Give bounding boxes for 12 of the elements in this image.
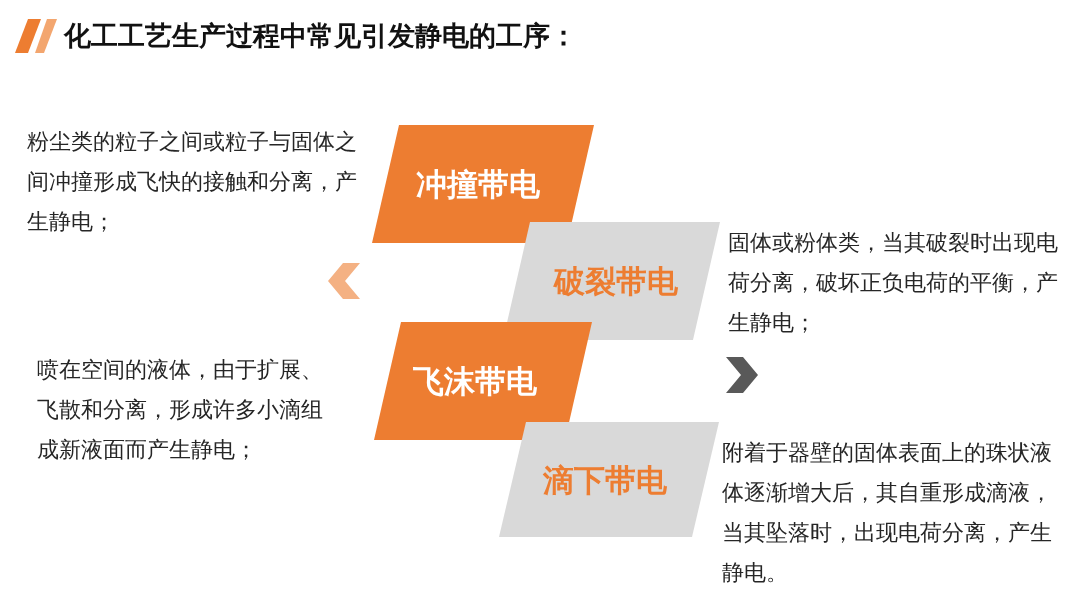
step-parallelogram: [374, 322, 592, 440]
step-parallelogram: [372, 125, 594, 243]
description-text: 固体或粉体类，当其破裂时出现电荷分离，破坏正负电荷的平衡，产生静电；: [728, 229, 1059, 337]
step-label: 破裂带电: [553, 262, 678, 301]
step-parallelogram: [499, 422, 719, 537]
step-label: 冲撞带电: [416, 165, 540, 204]
description-text: 粉尘类的粒子之间或粒子与固体之间冲撞形成飞快的接触和分离，产生静电；: [27, 128, 358, 236]
page-title: 化工工艺生产过程中常见引发静电的工序：: [64, 19, 577, 53]
description-text: 喷在空间的液体，由于扩展、飞散和分离，形成许多小滴组成新液面而产生静电；: [37, 356, 324, 464]
description-text: 附着于器壁的固体表面上的珠状液体逐渐增大后，其自重形成滴液，当其坠落时，出现电荷分离，产生静电。: [722, 439, 1053, 587]
step-label: 飞沫带电: [413, 362, 537, 401]
step-label: 滴下带电: [543, 460, 667, 500]
